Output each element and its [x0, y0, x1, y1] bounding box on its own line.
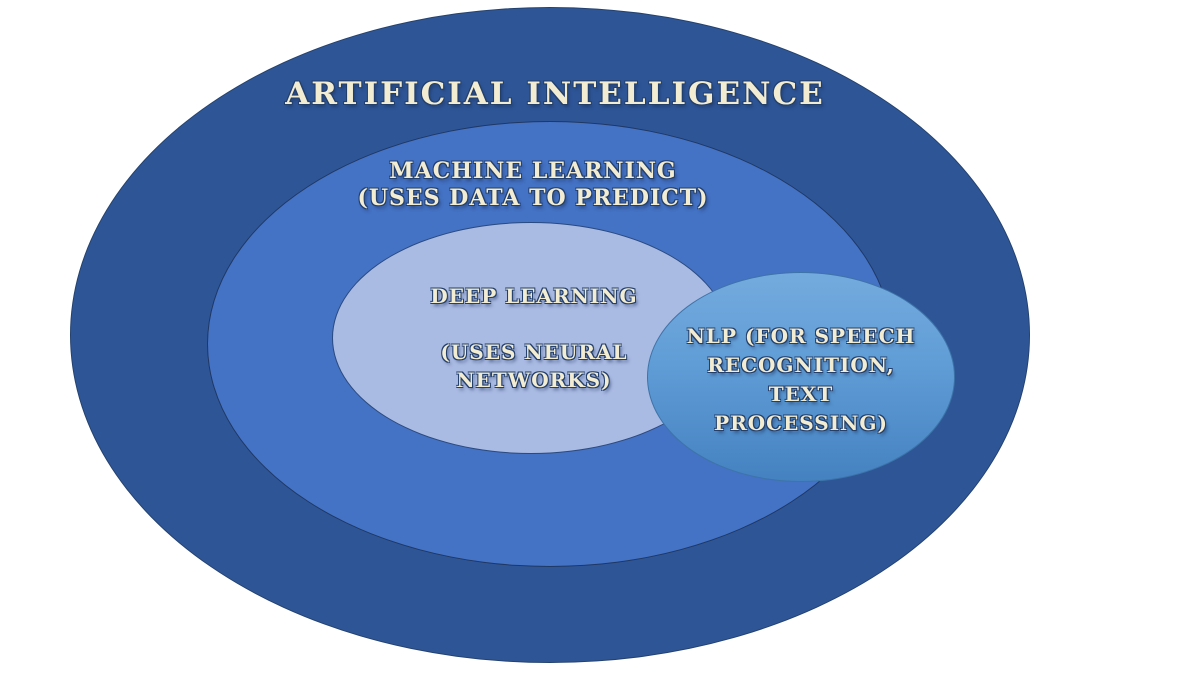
deep-learning-label-line1: DEEP LEARNING [430, 284, 638, 308]
machine-learning-label: MACHINE LEARNING (USES DATA TO PREDICT) [357, 158, 708, 212]
nlp-label-line3: TEXT [768, 382, 834, 406]
artificial-intelligence-label-text: ARTIFICIAL INTELLIGENCE [285, 76, 825, 112]
deep-learning-label: DEEP LEARNING (USES NEURAL NETWORKS) [430, 282, 637, 394]
nlp-label-line2: RECOGNITION, [707, 353, 895, 377]
machine-learning-label-line1: MACHINE LEARNING [389, 158, 677, 184]
nlp-label-line1: NLP (FOR SPEECH [686, 324, 916, 348]
deep-learning-label-line2: (USES NEURAL [440, 340, 628, 364]
nlp-ellipse [647, 272, 955, 482]
deep-learning-label-line3: NETWORKS) [456, 368, 612, 392]
machine-learning-label-line2: (USES DATA TO PREDICT) [357, 185, 709, 211]
nlp-label-line4: PROCESSING) [714, 411, 888, 435]
nlp-label: NLP (FOR SPEECH RECOGNITION, TEXT PROCES… [687, 322, 916, 438]
deep-learning-label-blank-line [430, 310, 637, 338]
artificial-intelligence-label: ARTIFICIAL INTELLIGENCE [285, 76, 825, 112]
